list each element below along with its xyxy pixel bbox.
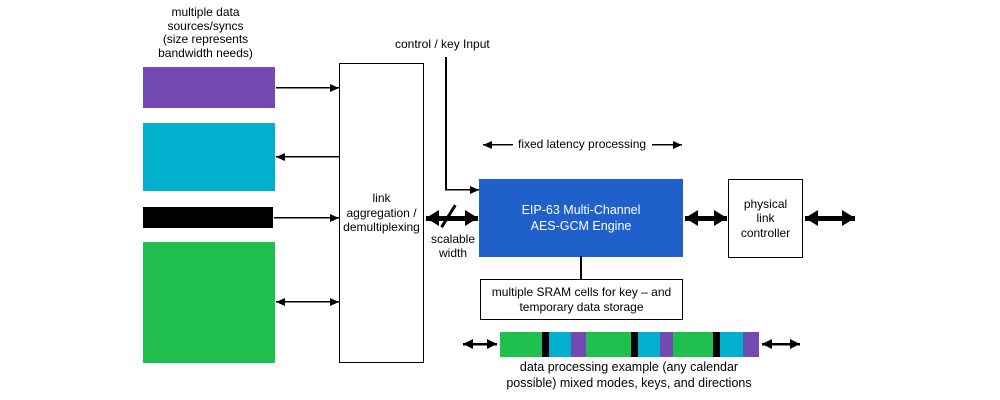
physical-link-label: physical (743, 196, 788, 211)
data-source-green (143, 242, 275, 363)
bar-segment-black (713, 332, 720, 357)
control-key-input-arrow (445, 184, 479, 196)
calendar-bar-caption-line: data processing example (any calendar (519, 360, 739, 374)
arrow-purple-to-aggregator (276, 82, 339, 94)
data-source-black (143, 207, 273, 228)
engine-label: EIP-63 Multi-Channel (521, 203, 641, 217)
calendar-bar-caption-line: possible) mixed modes, keys, and directi… (506, 375, 752, 390)
bar-segment-cyan (720, 332, 743, 357)
sram-label: multiple SRAM cells for key – and (491, 285, 672, 299)
data-source-cyan (143, 123, 275, 191)
link-aggregation-label: link (372, 191, 391, 206)
link-aggregation-label: aggregation / (346, 205, 417, 220)
arrow-aggregator-engine-bus (426, 209, 478, 227)
bar-segment-purple (660, 332, 673, 357)
calendar-bar-left-arrow (463, 338, 497, 350)
sram-box: multiple SRAM cells for key – and tempor… (480, 279, 683, 320)
bar-segment-cyan (638, 332, 660, 357)
bar-segment-black (631, 332, 638, 357)
scalable-width-label: scalable width (418, 232, 488, 260)
control-key-input-line (445, 57, 447, 190)
sources-caption-line: (size represents (162, 32, 249, 46)
engine-sram-connector (580, 256, 582, 279)
link-aggregation-label: demultiplexing (343, 220, 420, 235)
aes-gcm-engine-box: EIP-63 Multi-Channel AES-GCM Engine (479, 179, 683, 257)
scalable-width-line: scalable (430, 232, 476, 246)
bar-segment-green (586, 332, 631, 357)
control-key-input-label: control / key Input (395, 37, 490, 51)
sources-caption: multiple data sources/syncs (size repres… (128, 5, 283, 60)
fixed-latency-left-arrow (483, 139, 513, 151)
arrow-black-to-aggregator (274, 212, 339, 224)
calendar-bar (500, 332, 759, 357)
bar-segment-purple (743, 332, 759, 357)
sram-label: temporary data storage (519, 299, 644, 314)
calendar-bar-right-arrow (762, 338, 800, 350)
data-source-purple (143, 67, 275, 108)
fixed-latency-right-arrow (652, 139, 682, 151)
fixed-latency-label: fixed latency processing (518, 137, 647, 151)
calendar-bar-caption: data processing example (any calendar po… (479, 360, 779, 391)
arrow-controller-external (805, 209, 855, 227)
physical-link-label: controller (740, 225, 791, 240)
bar-segment-cyan (549, 332, 571, 357)
link-aggregation-box: link aggregation / demultiplexing (339, 63, 424, 363)
sources-caption-line: bandwidth needs) (158, 45, 253, 60)
physical-link-label: link (756, 211, 775, 226)
bar-segment-purple (571, 332, 586, 357)
engine-label: AES-GCM Engine (530, 219, 632, 233)
bar-segment-green (673, 332, 713, 357)
bar-segment-black (542, 332, 549, 357)
arrow-aggregator-to-cyan (276, 151, 339, 163)
physical-link-controller-box: physical link controller (728, 179, 803, 258)
arrow-engine-controller (685, 209, 727, 227)
scalable-width-line: width (438, 245, 467, 260)
arrow-green-bidirectional (276, 296, 339, 308)
bar-segment-green (500, 332, 542, 357)
sources-caption-line: multiple data (171, 5, 240, 19)
sources-caption-line: sources/syncs (167, 18, 244, 33)
